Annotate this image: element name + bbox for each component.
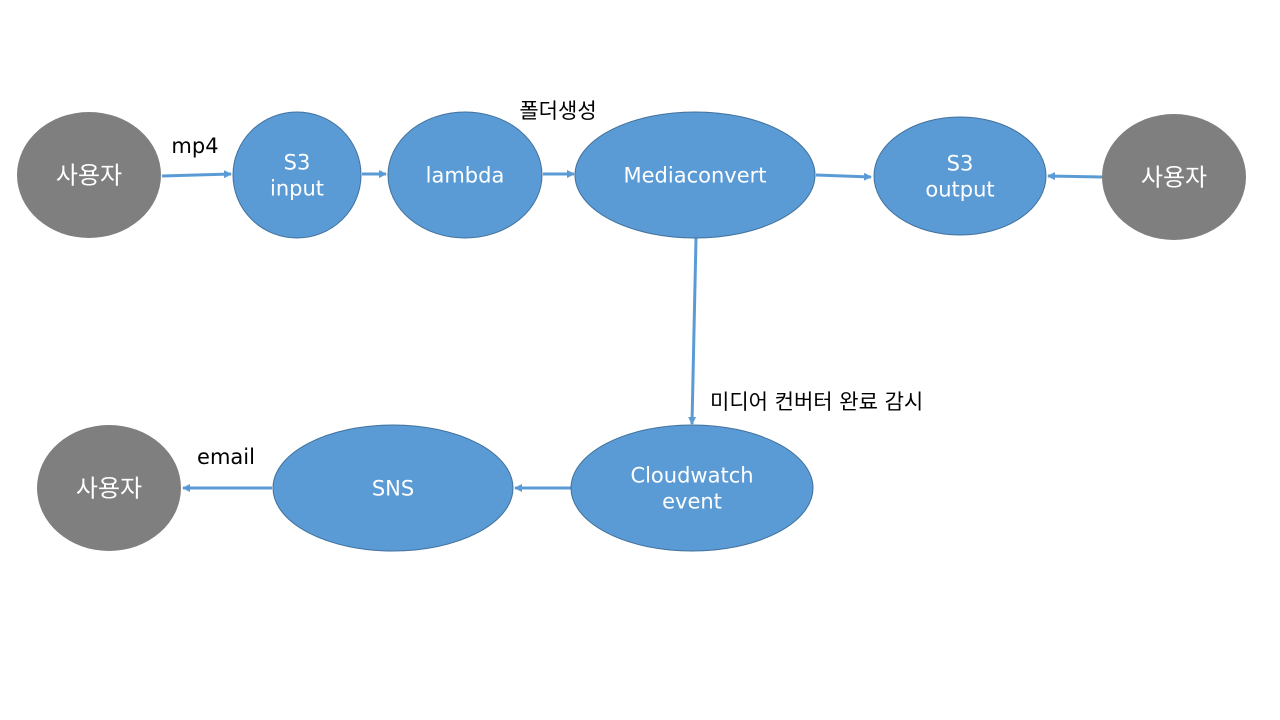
node-user-left: 사용자 (17, 112, 161, 238)
node-label: event (662, 490, 722, 514)
user-node-shape (17, 112, 161, 238)
edge-label: mp4 (171, 134, 218, 158)
user-node-shape (37, 425, 181, 551)
user-node-shape (1102, 114, 1246, 240)
edge-label: 폴더생성 (519, 99, 596, 123)
node-label: Mediaconvert (624, 164, 767, 188)
node-label: SNS (372, 477, 414, 501)
node-label: 사용자 (1141, 164, 1207, 192)
node-user-bottom: 사용자 (37, 425, 181, 551)
service-node-shape (873, 116, 1047, 236)
edge-mediaconvert-to-s3-output (815, 172, 872, 181)
edge-label: email (197, 445, 255, 469)
node-label: S3 (284, 151, 311, 175)
node-label: lambda (426, 164, 505, 188)
service-node-shape (570, 424, 814, 552)
node-label: 사용자 (56, 162, 122, 190)
node-label: S3 (947, 152, 974, 176)
node-mediaconvert: Mediaconvert (574, 111, 816, 239)
edge-user-right-to-s3-output (1047, 172, 1103, 181)
service-node-shape (574, 111, 816, 239)
node-label: 사용자 (76, 475, 142, 503)
node-label: Cloudwatch (630, 464, 753, 488)
node-label: output (925, 178, 994, 202)
service-node-shape (387, 111, 543, 239)
node-label: input (270, 177, 324, 201)
node-sns: SNS (272, 424, 514, 552)
edge-mediaconvert-to-cloudwatch (688, 237, 698, 425)
edge-user-left-to-s3-input (161, 170, 232, 179)
node-user-right: 사용자 (1102, 114, 1246, 240)
node-lambda: lambda (387, 111, 543, 239)
service-node-shape (232, 111, 362, 239)
service-node-shape (272, 424, 514, 552)
edge-label: 미디어 컨버터 완료 감시 (710, 390, 923, 414)
edges-layer (161, 170, 1103, 492)
